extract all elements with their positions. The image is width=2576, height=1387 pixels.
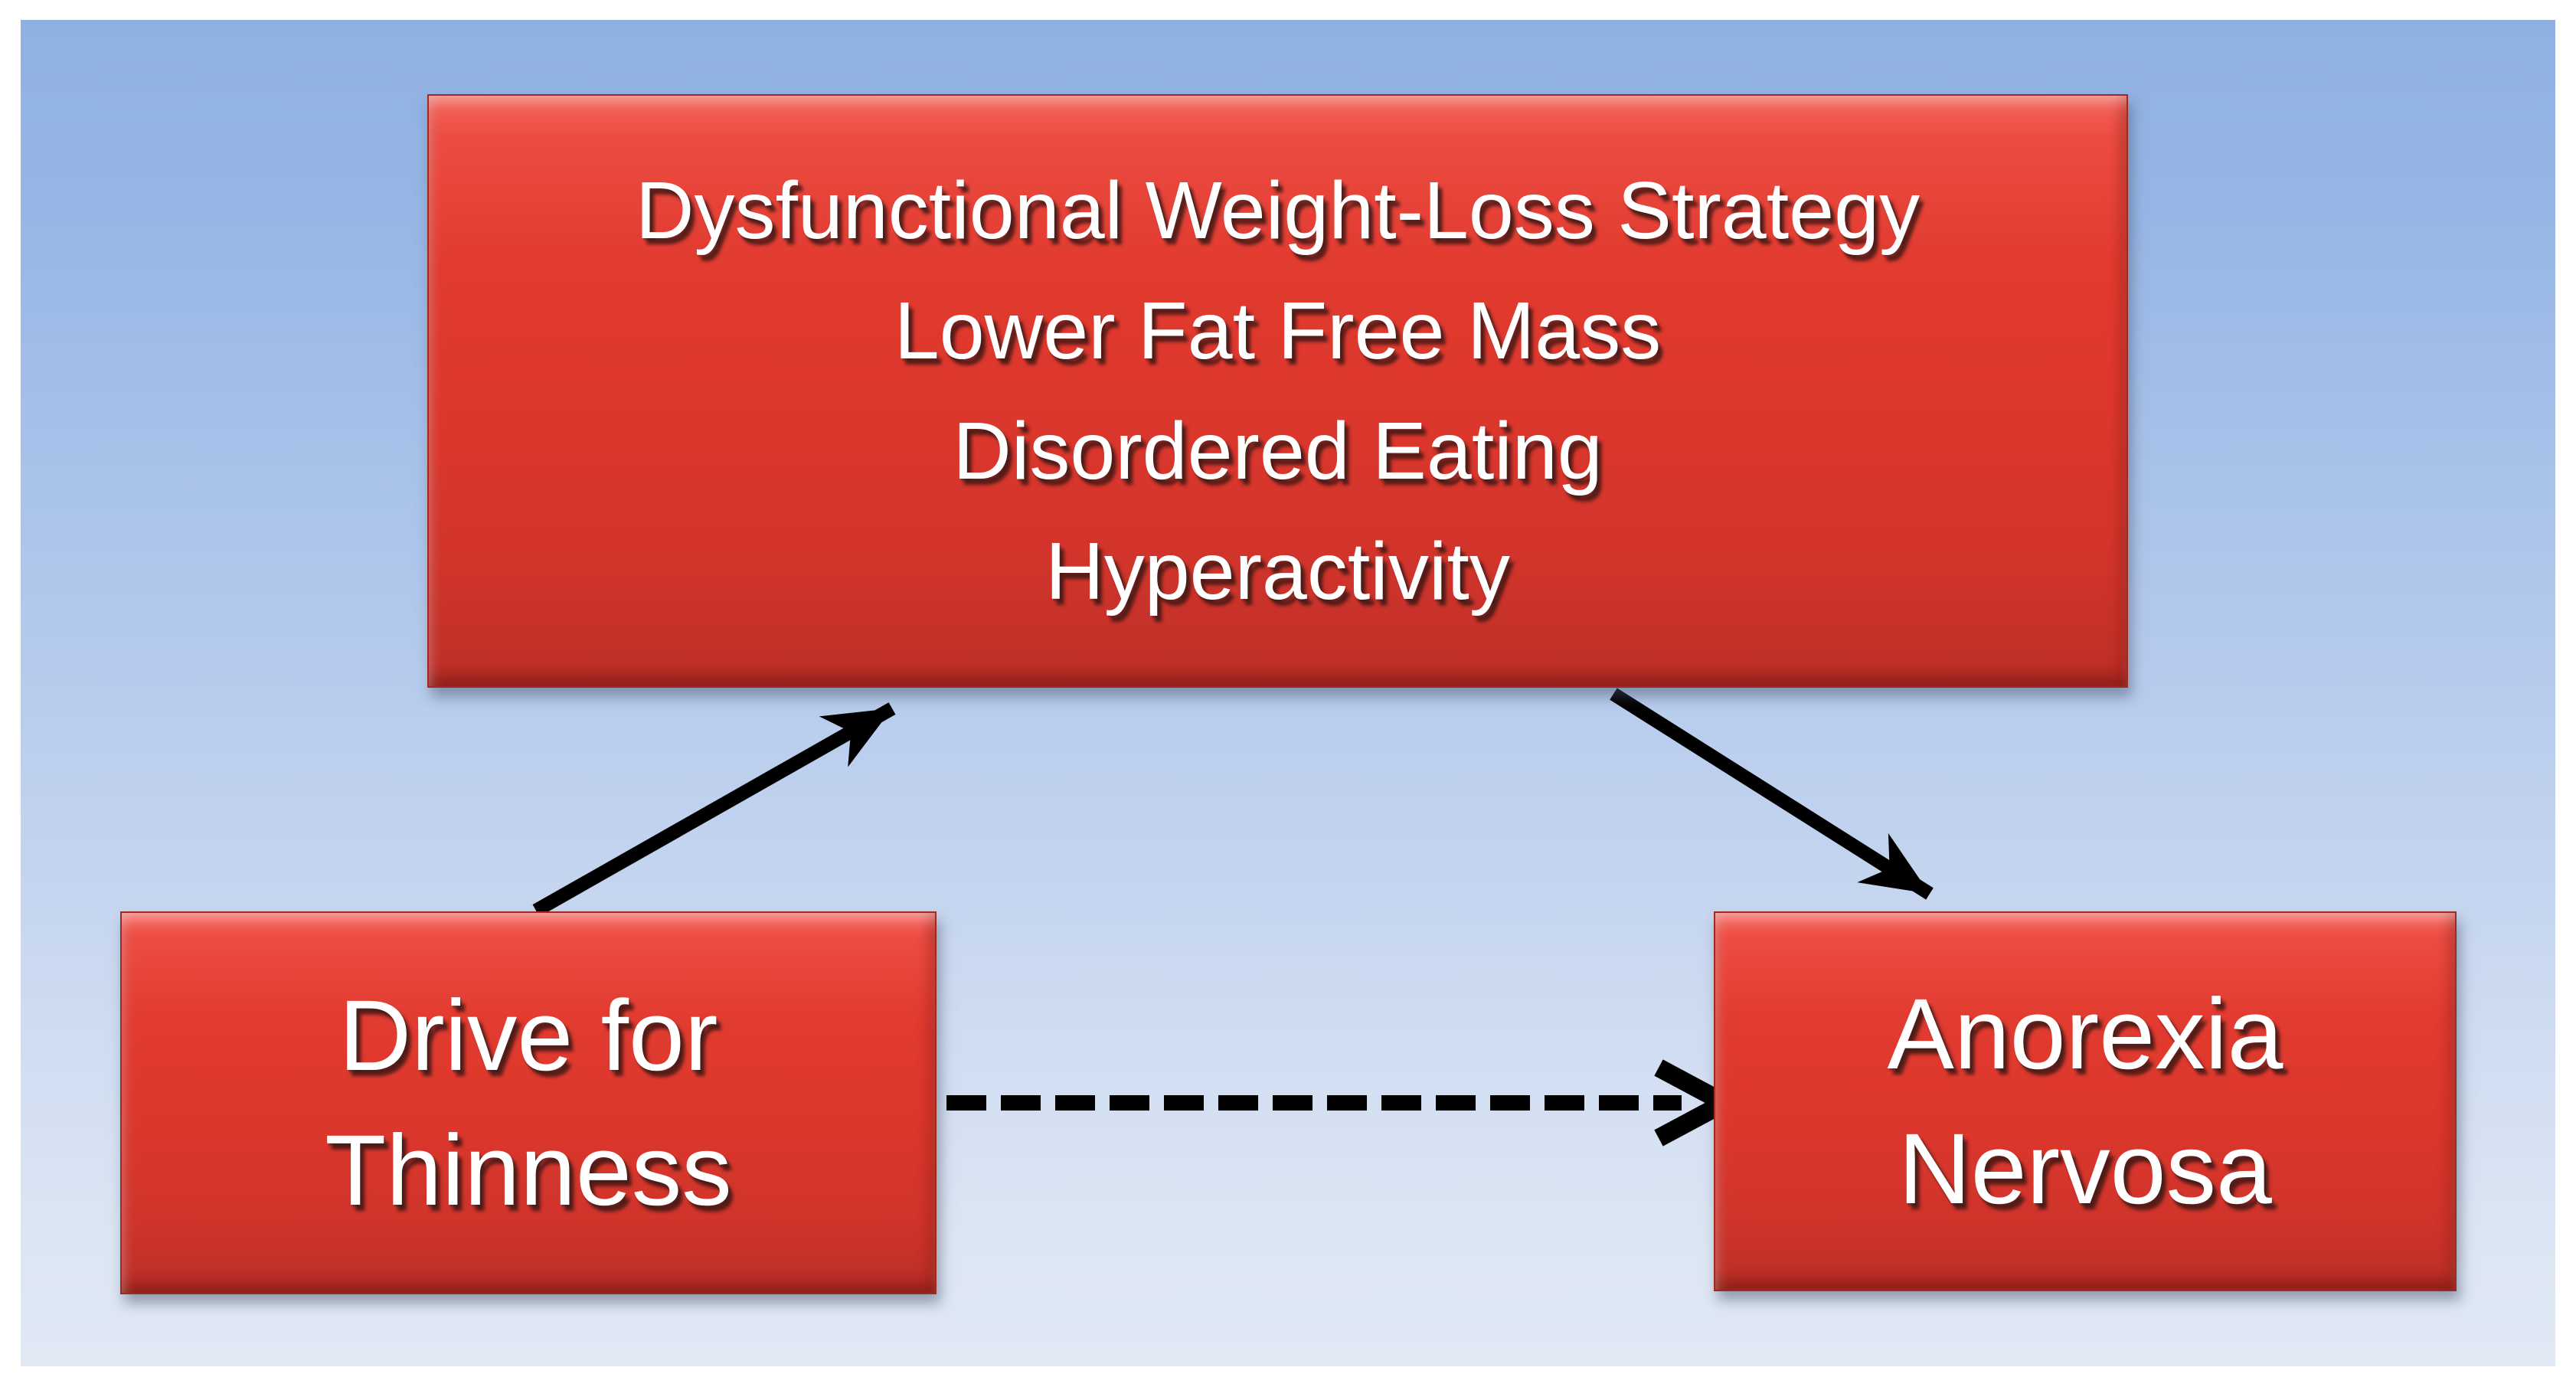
mediator-line-4: Hyperactivity — [1045, 525, 1510, 617]
mediator-box: Dysfunctional Weight-Loss Strategy Lower… — [427, 94, 2128, 688]
mediator-line-1: Dysfunctional Weight-Loss Strategy — [635, 165, 1921, 256]
predictor-box: Drive for Thinness — [120, 911, 937, 1294]
outcome-line-1: Anorexia — [1887, 977, 2283, 1090]
mediator-line-2: Lower Fat Free Mass — [894, 285, 1662, 376]
mediator-line-3: Disordered Eating — [953, 405, 1603, 496]
predictor-line-2: Thinness — [325, 1114, 732, 1226]
outcome-box: Anorexia Nervosa — [1714, 911, 2457, 1291]
outcome-line-2: Nervosa — [1898, 1112, 2272, 1225]
predictor-line-1: Drive for — [338, 979, 718, 1091]
